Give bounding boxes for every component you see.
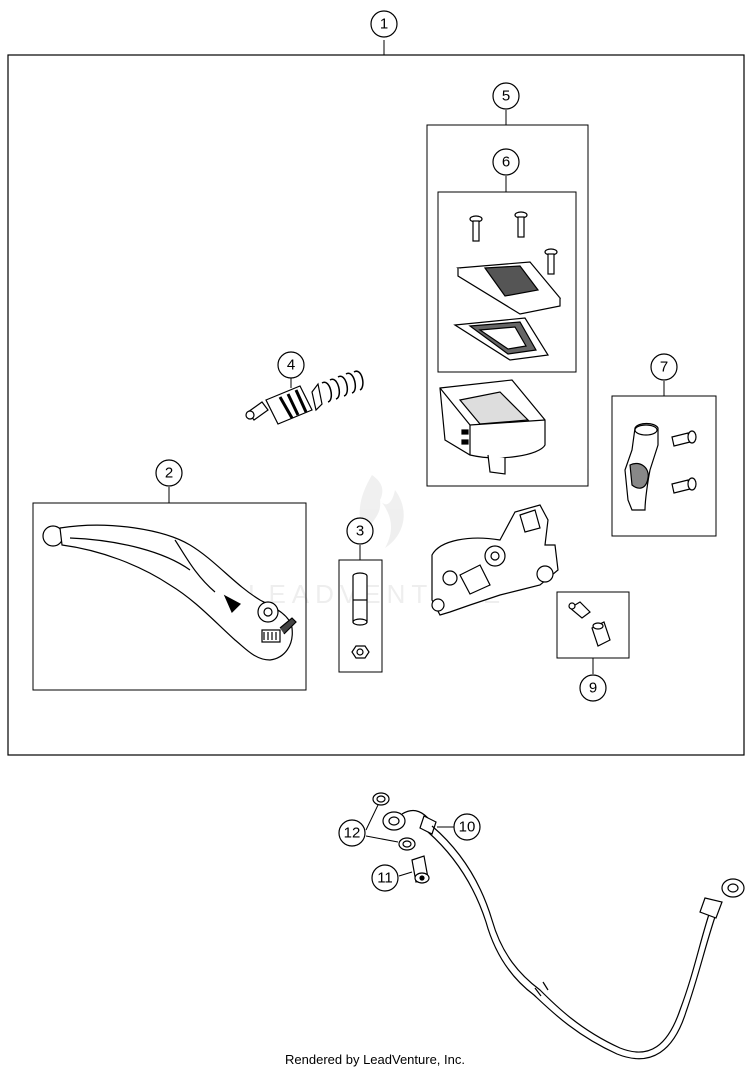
svg-text:9: 9 — [589, 680, 597, 697]
cover-kit-box — [437, 191, 577, 373]
master-cylinder — [431, 504, 559, 616]
svg-text:5: 5 — [502, 88, 510, 105]
svg-text:7: 7 — [660, 359, 668, 376]
svg-text:1: 1 — [380, 16, 388, 33]
banjo-bolt — [411, 855, 430, 884]
handlebar-clamp — [624, 422, 659, 511]
piston-kit — [245, 370, 364, 425]
callout-2[interactable]: 2 — [155, 459, 183, 487]
sealing-washers — [372, 792, 416, 851]
bleeder-cap — [591, 621, 611, 647]
svg-text:2: 2 — [165, 465, 173, 482]
clutch-lever — [42, 524, 297, 661]
reservoir-diaphragm — [453, 317, 550, 361]
svg-text:3: 3 — [356, 523, 364, 540]
callout-6[interactable]: 6 — [492, 148, 520, 176]
callout-12[interactable]: 12 — [338, 804, 399, 847]
callout-10[interactable]: 10 — [437, 813, 481, 841]
svg-text:12: 12 — [344, 825, 361, 842]
assembly-box — [7, 54, 745, 756]
svg-text:4: 4 — [287, 357, 295, 374]
cover-screws — [469, 211, 558, 275]
callout-11[interactable]: 11 — [371, 864, 413, 892]
reservoir-cover — [456, 261, 562, 315]
callout-4[interactable]: 4 — [277, 351, 305, 379]
callout-5[interactable]: 5 — [492, 82, 520, 110]
footer-credit: Rendered by LeadVenture, Inc. — [285, 1052, 465, 1067]
clutch-hose — [382, 809, 745, 1060]
callout-1[interactable]: 1 — [370, 10, 398, 38]
reservoir-box — [426, 124, 589, 487]
lock-nut — [351, 645, 370, 659]
callout-7[interactable]: 7 — [650, 353, 678, 381]
svg-text:6: 6 — [502, 154, 510, 171]
callout-3[interactable]: 3 — [346, 517, 374, 545]
pivot-pin — [352, 572, 368, 626]
fluid-reservoir — [439, 379, 546, 475]
svg-text:10: 10 — [459, 819, 476, 836]
svg-text:11: 11 — [377, 870, 393, 887]
clamp-bolts — [671, 430, 697, 494]
bleeder-screw — [568, 601, 591, 619]
callout-9[interactable]: 9 — [579, 674, 607, 702]
